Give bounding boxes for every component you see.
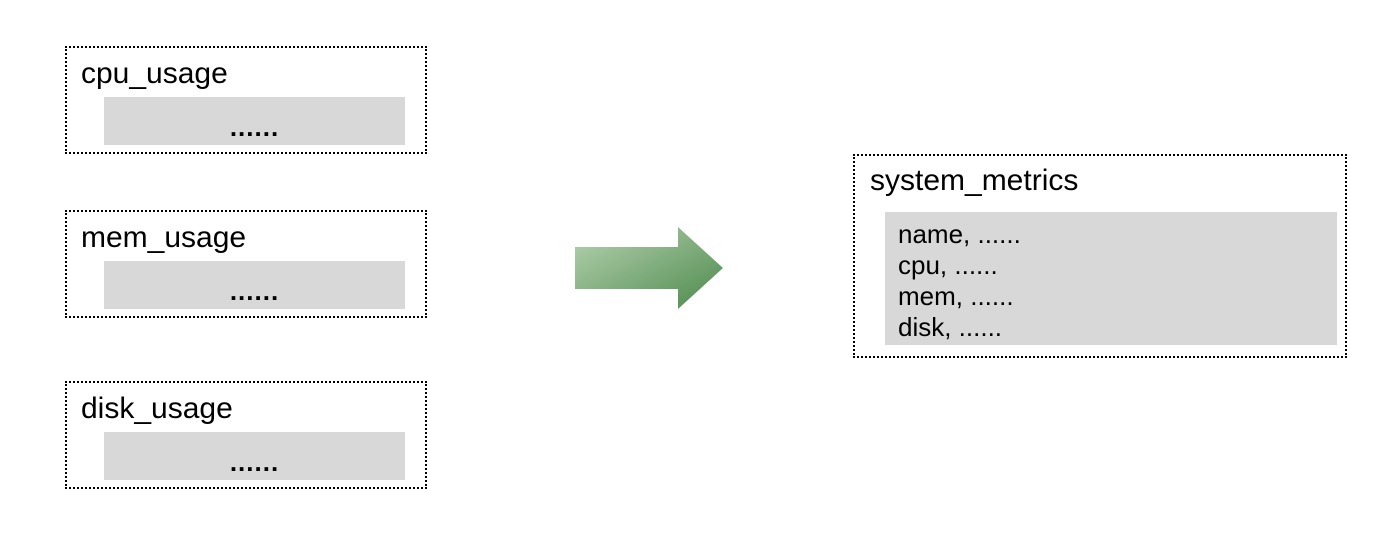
table-title: mem_usage (81, 221, 247, 254)
table-row: mem, ...... (898, 281, 1014, 311)
table-box-mem-usage: mem_usage ...... (65, 210, 427, 318)
table-rows-placeholder: ...... (104, 261, 405, 309)
table-rows-placeholder: ...... (104, 432, 405, 480)
table-title: disk_usage (81, 392, 233, 425)
table-rows: name, ...... cpu, ...... mem, ...... dis… (885, 212, 1337, 345)
table-title: system_metrics (870, 164, 1079, 197)
table-box-system-metrics: system_metrics name, ...... cpu, ...... … (853, 154, 1347, 358)
table-row: name, ...... (898, 219, 1021, 249)
table-row: cpu, ...... (898, 250, 998, 280)
table-box-disk-usage: disk_usage ...... (65, 381, 427, 489)
table-box-cpu-usage: cpu_usage ...... (65, 46, 427, 154)
table-rows-placeholder: ...... (104, 97, 405, 145)
table-title: cpu_usage (81, 57, 228, 90)
merge-arrow-icon (575, 227, 723, 309)
table-row: disk, ...... (898, 312, 1003, 342)
